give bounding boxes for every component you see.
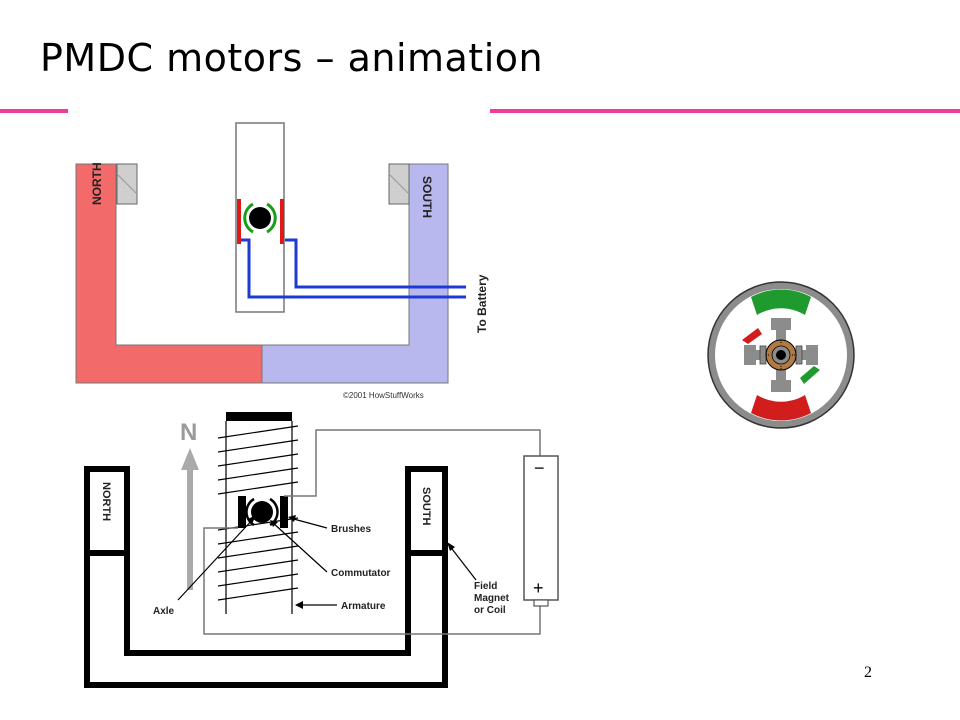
rotor-magnet-red xyxy=(751,395,811,421)
north-arrow-icon xyxy=(181,448,199,590)
top-wire-upper xyxy=(285,238,466,289)
armature-label: Armature xyxy=(341,601,386,612)
top-battery-label: To Battery xyxy=(475,274,489,333)
bottom-brush-left xyxy=(238,496,246,528)
bottom-north-label: NORTH xyxy=(100,482,112,521)
top-wire-lower xyxy=(238,238,466,299)
south-pole-magnet xyxy=(261,163,449,384)
top-commutator-left xyxy=(243,202,254,234)
slide-title: PMDC motors – animation xyxy=(40,36,544,80)
title-rule-left xyxy=(0,109,68,113)
top-south-label: SOUTH xyxy=(420,176,434,218)
battery-terminal xyxy=(533,599,549,607)
bottom-axle xyxy=(251,501,273,523)
motor-rotor-icon xyxy=(707,281,855,429)
bottom-field-u xyxy=(84,550,448,688)
battery-body xyxy=(523,455,559,601)
top-commutator-right xyxy=(266,202,277,234)
top-north-label: NORTH xyxy=(90,162,104,205)
top-motor-diagram: NORTH SOUTH To Battery ©2001 HowStuffWor… xyxy=(75,122,489,400)
field-label-1: Field xyxy=(474,581,497,592)
circuit-wire-top xyxy=(284,429,541,497)
top-axle xyxy=(249,207,271,229)
rotor-coil-red xyxy=(742,328,762,344)
battery-minus: − xyxy=(534,458,545,478)
axle-label: Axle xyxy=(153,606,175,617)
north-arrow-label: N xyxy=(180,419,197,446)
rotor-magnet-green xyxy=(751,289,811,315)
armature-top-bar xyxy=(226,412,292,421)
bottom-motor-diagram: NORTH SOUTH N xyxy=(84,412,559,688)
field-label-3: or Coil xyxy=(474,605,506,616)
circuit-wire-bottom xyxy=(203,527,541,635)
bottom-brush-right xyxy=(280,496,288,528)
brushes-label: Brushes xyxy=(331,524,371,535)
title-rule-right xyxy=(490,109,960,113)
field-label-2: Magnet xyxy=(474,593,510,604)
copyright-text: ©2001 HowStuffWorks xyxy=(343,391,424,400)
commutator-label: Commutator xyxy=(331,568,391,579)
page-number: 2 xyxy=(864,664,872,681)
rotor-coil-green xyxy=(800,366,820,384)
battery-plus: + xyxy=(533,578,544,598)
bottom-south-label: SOUTH xyxy=(420,487,432,526)
